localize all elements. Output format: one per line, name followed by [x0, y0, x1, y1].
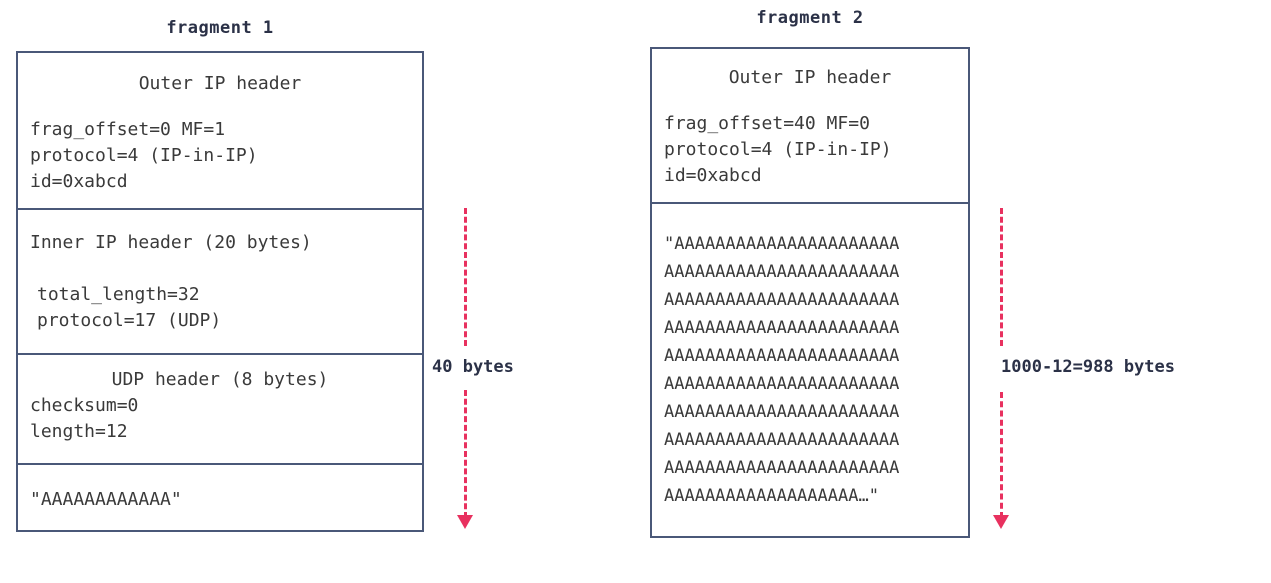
fragment2-outer-ip-field-protocol: protocol=4 (IP-in-IP)	[664, 139, 892, 160]
fragment2-payload-section: "AAAAAAAAAAAAAAAAAAAAAA AAAAAAAAAAAAAAAA…	[652, 204, 968, 536]
right-arrow-dashed-line-lower	[1000, 392, 1003, 518]
fragment2-payload-line: AAAAAAAAAAAAAAAAAAAAAAA	[664, 262, 900, 282]
fragment1-payload-section: "AAAAAAAAAAAA"	[18, 465, 422, 530]
fragment2-payload-line: AAAAAAAAAAAAAAAAAAAAAAA	[664, 430, 900, 450]
fragment2-payload-line: "AAAAAAAAAAAAAAAAAAAAAA	[664, 234, 900, 254]
left-arrow-label: 40 bytes	[432, 357, 514, 377]
fragment1-inner-ip-field-protocol: protocol=17 (UDP)	[37, 310, 222, 331]
fragment1-outer-ip-heading: Outer IP header	[138, 73, 302, 94]
fragment1-outer-ip-field-id: id=0xabcd	[30, 171, 128, 192]
left-arrow-head-icon	[457, 515, 473, 529]
right-arrow-dashed-line-upper	[1000, 208, 1003, 346]
fragment1-title: fragment 1	[166, 18, 274, 38]
left-arrow-dashed-line-upper	[464, 208, 467, 346]
fragment1-inner-ip-field-total-length: total_length=32	[37, 284, 200, 305]
fragment2-outer-ip-section: Outer IP header frag_offset=40 MF=0 prot…	[652, 49, 968, 204]
right-arrow-head-icon	[993, 515, 1009, 529]
fragment1-payload-text: "AAAAAAAAAAAA"	[30, 489, 182, 510]
fragment1-outer-ip-field-frag-offset: frag_offset=0 MF=1	[30, 119, 226, 140]
fragment2-payload-line: AAAAAAAAAAAAAAAAAAA…"	[664, 486, 879, 506]
fragment2-outer-ip-heading: Outer IP header	[728, 67, 892, 88]
fragment1-udp-section: UDP header (8 bytes) checksum=0 length=1…	[18, 355, 422, 465]
fragment1-udp-field-length: length=12	[30, 421, 128, 442]
fragment2-title: fragment 2	[756, 8, 864, 28]
fragment1-udp-heading: UDP header (8 bytes)	[111, 369, 329, 390]
fragment2-payload-line: AAAAAAAAAAAAAAAAAAAAAAA	[664, 458, 900, 478]
fragment2-outer-ip-field-id: id=0xabcd	[664, 165, 762, 186]
right-arrow-label: 1000-12=988 bytes	[1001, 357, 1175, 377]
fragment2-packet-box: Outer IP header frag_offset=40 MF=0 prot…	[650, 47, 970, 538]
fragment1-inner-ip-section: Inner IP header (20 bytes) total_length=…	[18, 210, 422, 355]
fragment1-outer-ip-section: Outer IP header frag_offset=0 MF=1 proto…	[18, 53, 422, 210]
left-arrow-dashed-line-lower	[464, 390, 467, 518]
fragment2-outer-ip-field-frag-offset: frag_offset=40 MF=0	[664, 113, 870, 134]
fragment2-payload-line: AAAAAAAAAAAAAAAAAAAAAAA	[664, 346, 900, 366]
fragment2-payload-line: AAAAAAAAAAAAAAAAAAAAAAA	[664, 318, 900, 338]
fragment1-udp-field-checksum: checksum=0	[30, 395, 139, 416]
fragment2-payload-line: AAAAAAAAAAAAAAAAAAAAAAA	[664, 402, 900, 422]
fragment2-payload-line: AAAAAAAAAAAAAAAAAAAAAAA	[664, 374, 900, 394]
fragment2-payload-line: AAAAAAAAAAAAAAAAAAAAAAA	[664, 290, 900, 310]
fragment1-packet-box: Outer IP header frag_offset=0 MF=1 proto…	[16, 51, 424, 532]
fragment1-inner-ip-heading: Inner IP header (20 bytes)	[30, 232, 312, 253]
fragment1-outer-ip-field-protocol: protocol=4 (IP-in-IP)	[30, 145, 258, 166]
